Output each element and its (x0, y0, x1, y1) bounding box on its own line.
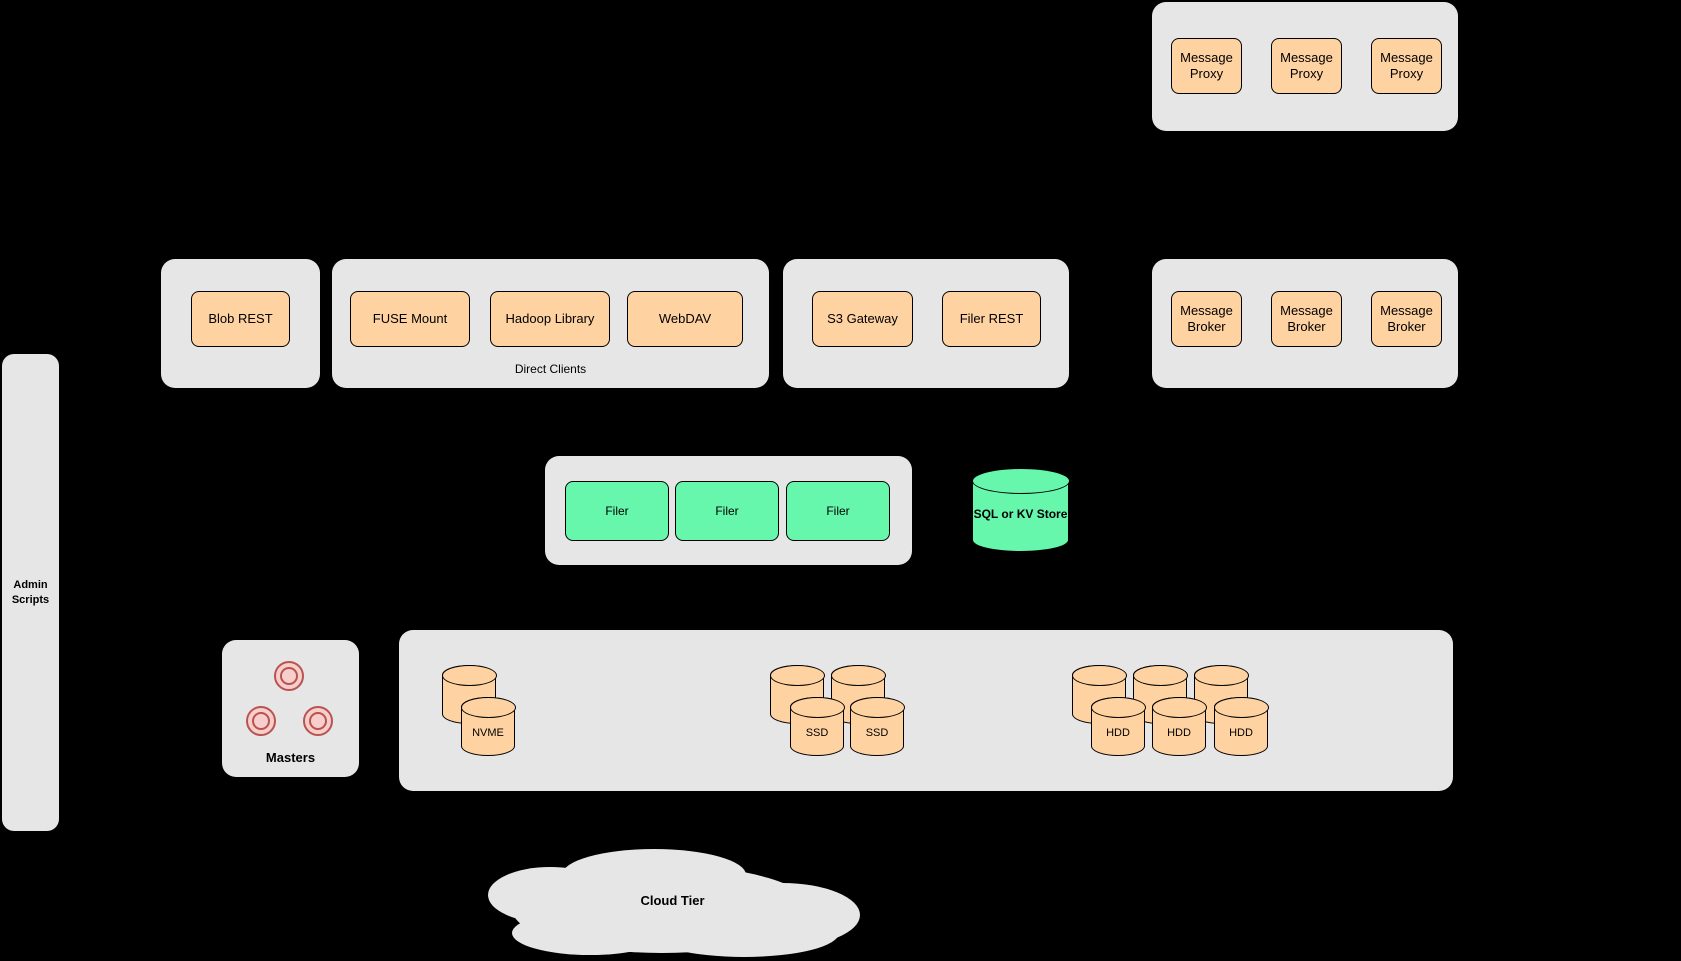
filer-node: Filer (786, 481, 890, 541)
nvme-cylinder (460, 696, 516, 756)
message-broker-node: Message Broker (1171, 291, 1242, 347)
direct-clients-group: FUSE Mount Hadoop Library WebDAV Direct … (332, 259, 769, 388)
blob-rest-group: Blob REST (161, 259, 320, 388)
filer-rest-node: Filer REST (942, 291, 1041, 347)
ssd-cylinder (849, 696, 905, 756)
volume-servers-group: NVME SSD SSD HDD HDD HDD (399, 630, 1453, 791)
gateway-group: S3 Gateway Filer REST (783, 259, 1069, 388)
cloud-shape (488, 849, 860, 957)
sql-kv-store-cylinder (971, 467, 1070, 552)
ssd-label: SSD (805, 727, 829, 739)
message-proxy-node: Message Proxy (1371, 38, 1442, 94)
message-broker-group: Message Broker Message Broker Message Br… (1152, 259, 1458, 388)
admin-scripts-label: Admin Scripts (11, 578, 50, 606)
webdav-node: WebDAV (627, 291, 743, 347)
admin-scripts-panel: Admin Scripts (2, 354, 59, 831)
message-broker-node: Message Broker (1371, 291, 1442, 347)
master-node-icon (274, 661, 304, 691)
hadoop-library-node: Hadoop Library (490, 291, 610, 347)
ssd-cylinder (789, 696, 845, 756)
hdd-cylinder (1151, 696, 1207, 756)
masters-label: Masters (265, 750, 316, 765)
hdd-cylinder (1213, 696, 1269, 756)
sql-kv-store-label: SQL or KV Store (973, 507, 1068, 522)
message-proxy-group: Message Proxy Message Proxy Message Prox… (1152, 2, 1458, 131)
hdd-label: HDD (1229, 727, 1253, 739)
filer-node: Filer (565, 481, 669, 541)
filer-group: Filer Filer Filer (545, 456, 912, 565)
hdd-label: HDD (1167, 727, 1191, 739)
direct-clients-caption: Direct Clients (514, 362, 587, 376)
hdd-cylinder (1090, 696, 1146, 756)
filer-node: Filer (675, 481, 779, 541)
nvme-label: NVME (472, 727, 504, 739)
ssd-label: SSD (865, 727, 889, 739)
hdd-label: HDD (1106, 727, 1130, 739)
master-node-icon (303, 706, 333, 736)
message-broker-node: Message Broker (1271, 291, 1342, 347)
blob-rest-node: Blob REST (191, 291, 290, 347)
message-proxy-node: Message Proxy (1171, 38, 1242, 94)
master-node-icon (246, 706, 276, 736)
masters-group: Masters (222, 640, 359, 777)
fuse-mount-node: FUSE Mount (350, 291, 470, 347)
cloud-tier-label: Cloud Tier (640, 893, 705, 908)
s3-gateway-node: S3 Gateway (812, 291, 913, 347)
message-proxy-node: Message Proxy (1271, 38, 1342, 94)
